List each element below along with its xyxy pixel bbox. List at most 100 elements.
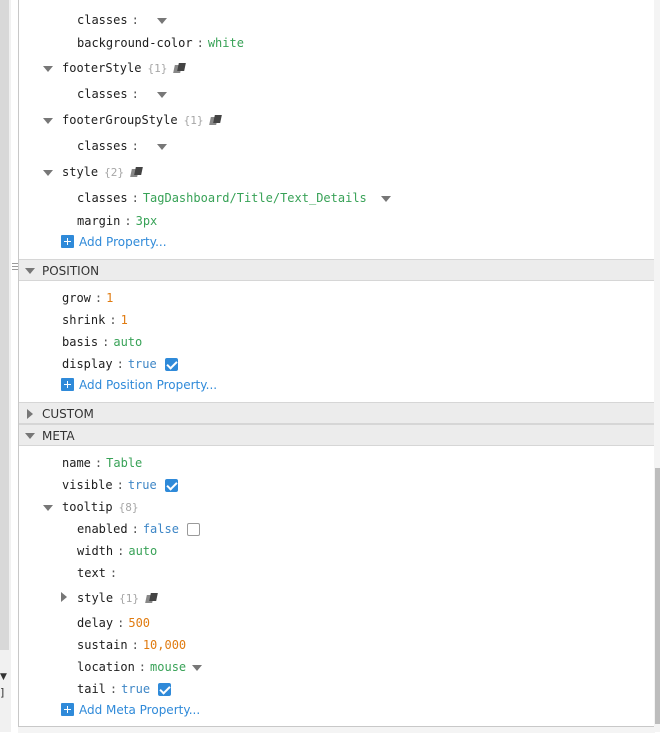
chevron-down-icon[interactable] <box>43 66 53 72</box>
prop-count: {1} <box>147 62 168 75</box>
prop-row-footerStyle[interactable]: footerStyle{1} <box>62 57 186 79</box>
add-position-property-label: Add Position Property... <box>79 378 218 392</box>
prop-separator: : <box>109 313 117 327</box>
enabled-checkbox[interactable] <box>186 523 200 536</box>
prop-row-shrink[interactable]: shrink:1 <box>62 309 128 331</box>
prop-key: footerGroupStyle <box>62 113 178 127</box>
chevron-down-icon <box>25 268 35 274</box>
prop-value[interactable]: 500 <box>128 616 151 630</box>
prop-separator: : <box>117 616 125 630</box>
prop-separator: : <box>102 335 110 349</box>
section-header-position[interactable]: POSITION <box>19 259 654 281</box>
prop-key: background-color <box>77 36 193 50</box>
prop-value: true <box>127 357 157 371</box>
add-meta-property-button[interactable]: Add Meta Property... <box>61 701 200 719</box>
prop-row-text[interactable]: text: <box>77 562 121 584</box>
section-header-meta[interactable]: META <box>19 424 654 446</box>
section-header-custom[interactable]: CUSTOM <box>19 402 654 424</box>
prop-row-width[interactable]: width:auto <box>77 540 157 562</box>
chevron-down-icon[interactable] <box>156 91 167 98</box>
prop-row-tail[interactable]: tail:true <box>77 678 172 700</box>
binding-icon[interactable] <box>173 63 186 74</box>
tail-checkbox[interactable] <box>158 683 172 696</box>
prop-separator: : <box>131 87 139 101</box>
prop-key: name <box>62 456 91 470</box>
prop-separator: : <box>131 522 139 536</box>
prop-value[interactable]: 3px <box>135 214 158 228</box>
prop-key: classes <box>77 139 128 153</box>
binding-icon[interactable] <box>145 593 158 604</box>
prop-key: text <box>77 566 106 580</box>
prop-row-delay[interactable]: delay:500 <box>77 612 150 634</box>
chevron-down-icon[interactable] <box>43 505 53 511</box>
left-dropdown-arrow-icon[interactable]: ▼ <box>0 672 7 682</box>
prop-separator: : <box>131 191 139 205</box>
prop-value[interactable]: auto <box>113 335 143 349</box>
prop-row-style[interactable]: style{2} <box>62 161 143 183</box>
prop-row-name[interactable]: name:Table <box>62 452 142 474</box>
prop-value[interactable]: TagDashboard/Title/Text_Details <box>142 191 367 205</box>
prop-value[interactable]: auto <box>128 544 158 558</box>
prop-row-visible[interactable]: visible:true <box>62 474 178 496</box>
chevron-down-icon[interactable] <box>156 17 167 24</box>
chevron-right-icon[interactable] <box>61 592 67 602</box>
display-checkbox[interactable] <box>164 358 178 371</box>
prop-value[interactable]: white <box>207 36 244 50</box>
chevron-down-icon[interactable] <box>156 143 167 150</box>
prop-row-classes[interactable]: classes: <box>77 83 167 105</box>
chevron-down-icon[interactable] <box>43 118 53 124</box>
prop-row-basis[interactable]: basis:auto <box>62 331 142 353</box>
binding-icon[interactable] <box>209 115 222 126</box>
prop-key: margin <box>77 214 121 228</box>
prop-row-tooltip[interactable]: tooltip{8} <box>62 496 138 518</box>
prop-value[interactable]: Table <box>106 456 143 470</box>
prop-value[interactable]: 1 <box>120 313 128 327</box>
left-scrollbar[interactable] <box>0 0 9 650</box>
prop-separator: : <box>116 478 124 492</box>
prop-row-location[interactable]: location:mouse <box>77 656 203 678</box>
prop-row-margin[interactable]: margin:3px <box>77 210 157 232</box>
horizontal-scrollbar[interactable] <box>18 726 655 733</box>
prop-key: grow <box>62 291 91 305</box>
prop-row-classes[interactable]: classes:TagDashboard/Title/Text_Details <box>77 187 391 209</box>
prop-separator: : <box>116 357 124 371</box>
vertical-scrollbar[interactable] <box>654 0 660 732</box>
prop-row-classes[interactable]: classes: <box>77 135 167 157</box>
add-meta-property-label: Add Meta Property... <box>79 703 201 717</box>
prop-value: false <box>142 522 179 536</box>
property-editor-panel <box>18 0 656 726</box>
add-position-property-button[interactable]: Add Position Property... <box>61 376 217 394</box>
left-bracket-icon: ] <box>0 686 5 699</box>
prop-key: classes <box>77 191 128 205</box>
plus-icon <box>61 235 74 248</box>
prop-row-sustain[interactable]: sustain:10,000 <box>77 634 186 656</box>
prop-row-classes[interactable]: classes: <box>77 9 167 31</box>
prop-key: tooltip <box>62 500 113 514</box>
prop-count: {2} <box>104 166 124 179</box>
chevron-right-icon <box>27 409 33 419</box>
add-property-label: Add Property... <box>79 235 167 249</box>
section-grip-icon[interactable] <box>12 260 18 276</box>
prop-value[interactable]: 10,000 <box>142 638 187 652</box>
prop-row-background-color[interactable]: background-color:white <box>77 32 244 54</box>
prop-key: classes <box>77 13 128 27</box>
chevron-down-icon[interactable] <box>43 170 53 176</box>
prop-value: true <box>127 478 157 492</box>
prop-row-grow[interactable]: grow:1 <box>62 287 113 309</box>
add-property-button[interactable]: Add Property... <box>61 233 167 251</box>
prop-key: location <box>77 660 135 674</box>
chevron-down-icon[interactable] <box>192 664 203 671</box>
prop-row-display[interactable]: display:true <box>62 353 178 375</box>
visible-checkbox[interactable] <box>164 479 178 492</box>
prop-value[interactable]: mouse <box>150 660 187 674</box>
chevron-down-icon <box>25 433 35 439</box>
prop-row-enabled[interactable]: enabled:false <box>77 518 200 540</box>
vertical-scrollbar-thumb[interactable] <box>655 468 660 724</box>
prop-row-footerGroupStyle[interactable]: footerGroupStyle{1} <box>62 109 222 131</box>
prop-row-style[interactable]: style{1} <box>77 587 158 609</box>
prop-value[interactable]: 1 <box>106 291 114 305</box>
binding-icon[interactable] <box>130 167 143 178</box>
section-title: META <box>42 429 75 443</box>
chevron-down-icon[interactable] <box>380 195 391 202</box>
prop-separator: : <box>117 544 125 558</box>
